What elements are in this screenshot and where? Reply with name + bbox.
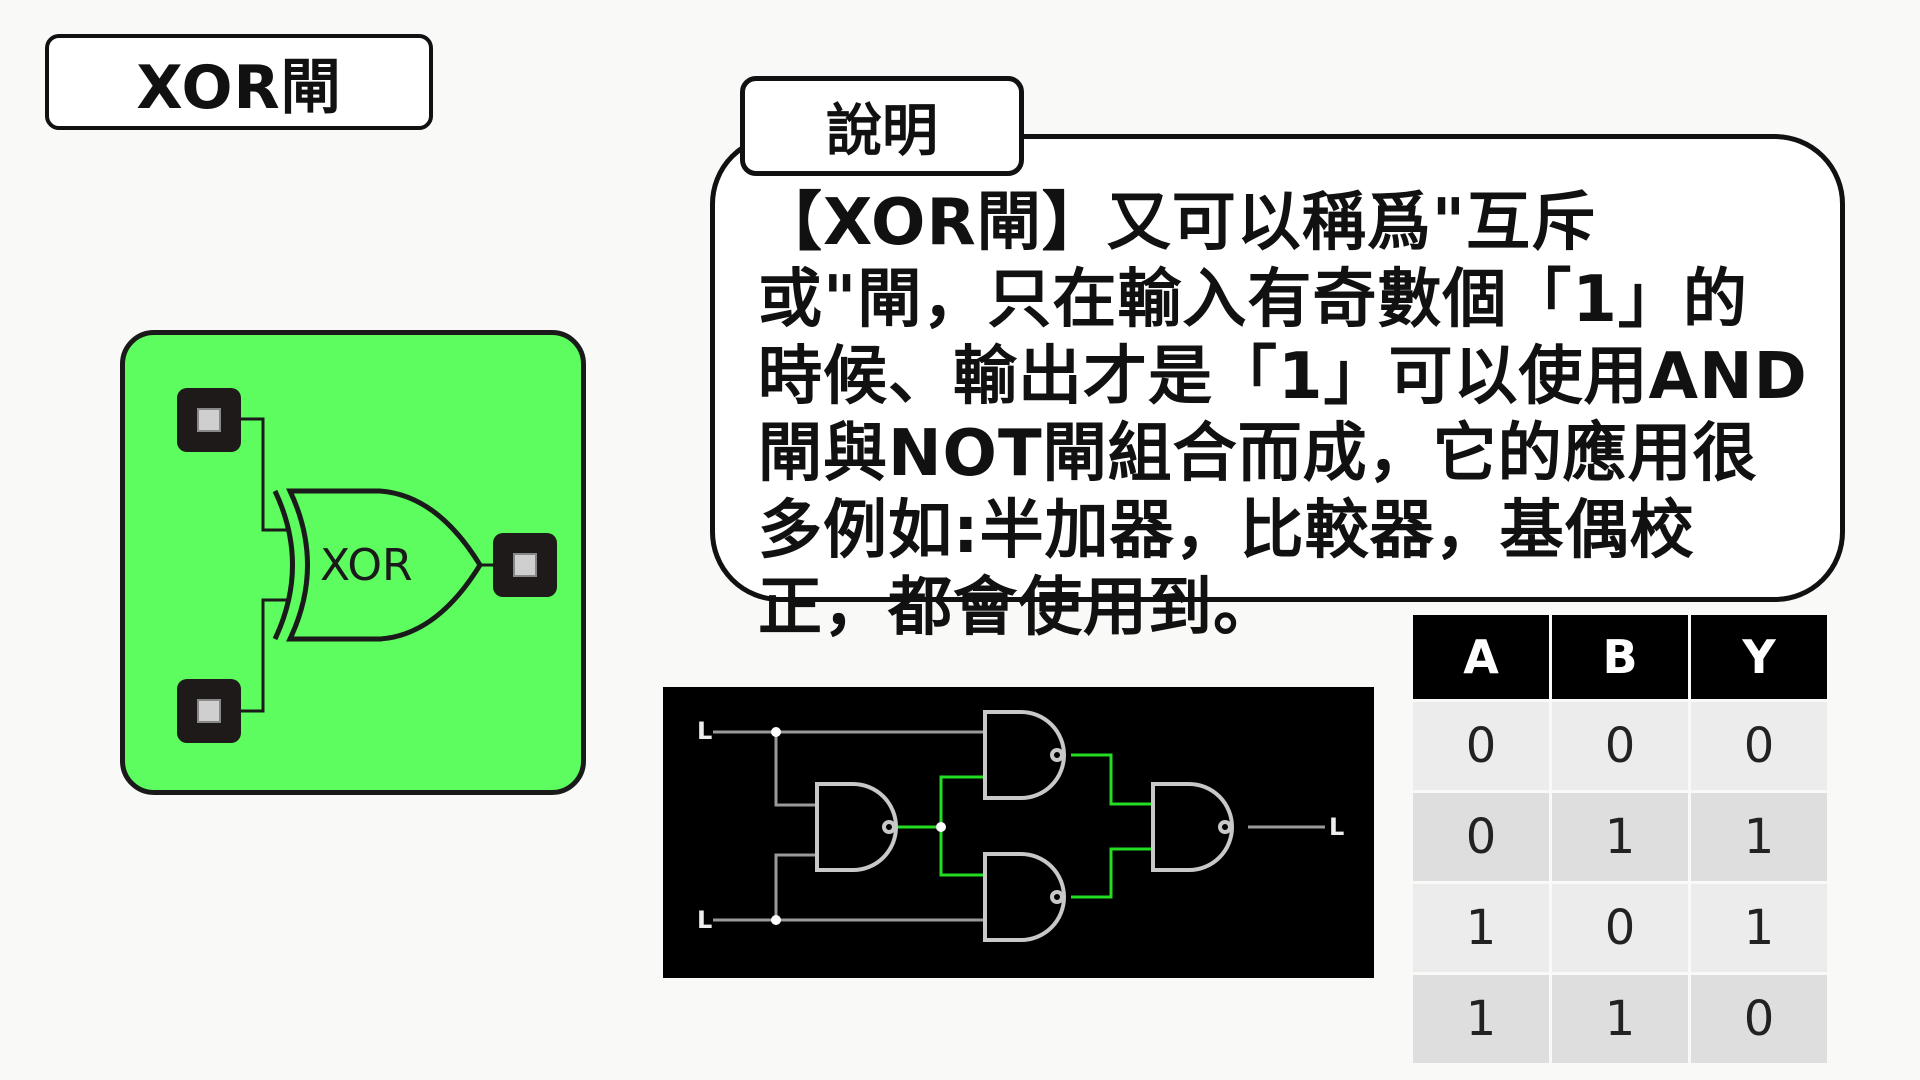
nand-gate-3 bbox=[983, 852, 1066, 942]
truth-table-header: A B Y bbox=[1413, 615, 1827, 699]
junction-b bbox=[771, 915, 781, 925]
cell-a: 0 bbox=[1413, 702, 1549, 790]
cell-y: 1 bbox=[1691, 884, 1827, 972]
junction-a bbox=[771, 727, 781, 737]
header-a: A bbox=[1413, 615, 1549, 699]
xor-gate-label: XOR bbox=[320, 540, 413, 591]
wire-gate2-to-gate4 bbox=[1071, 753, 1153, 806]
cell-y: 0 bbox=[1691, 702, 1827, 790]
cell-b: 1 bbox=[1552, 793, 1688, 881]
input-a-label: L bbox=[697, 717, 712, 745]
truth-table: A B Y 0 0 0 0 1 1 1 0 1 1 1 0 bbox=[1410, 612, 1830, 1066]
header-y: Y bbox=[1691, 615, 1827, 699]
input-b-label: L bbox=[697, 906, 712, 934]
cell-a: 1 bbox=[1413, 975, 1549, 1063]
input-b-terminal[interactable] bbox=[177, 679, 241, 743]
table-row: 0 1 1 bbox=[1413, 793, 1827, 881]
xor-gate-panel: XOR bbox=[120, 330, 586, 795]
nand-gate-4 bbox=[1151, 782, 1234, 872]
cell-a: 1 bbox=[1413, 884, 1549, 972]
cell-b: 0 bbox=[1552, 702, 1688, 790]
wire-a-to-gate1 bbox=[774, 732, 817, 807]
input-a-terminal[interactable] bbox=[177, 388, 241, 452]
cell-y: 1 bbox=[1691, 793, 1827, 881]
table-row: 0 0 0 bbox=[1413, 702, 1827, 790]
output-label: L bbox=[1329, 813, 1344, 841]
input-b-wire bbox=[240, 598, 290, 713]
cell-y: 0 bbox=[1691, 975, 1827, 1063]
wire-gate1-to-gate3 bbox=[939, 827, 985, 877]
output-terminal[interactable] bbox=[493, 533, 557, 597]
xor-body bbox=[286, 488, 483, 642]
page-title: XOR閘 bbox=[45, 34, 433, 130]
cell-b: 1 bbox=[1552, 975, 1688, 1063]
nand-circuit-diagram: L L L bbox=[663, 687, 1374, 978]
input-a-wire bbox=[240, 417, 290, 532]
header-b: B bbox=[1552, 615, 1688, 699]
description-text: 【XOR閘】又可以稱爲"互斥或"閘，只在輸入有奇數個「1」的時候、輸出才是「1」… bbox=[758, 186, 1808, 645]
cell-a: 0 bbox=[1413, 793, 1549, 881]
junction-mid bbox=[936, 822, 946, 832]
description-bubble bbox=[710, 134, 1845, 602]
xor-gate-diagram: XOR bbox=[177, 388, 557, 743]
cell-b: 0 bbox=[1552, 884, 1688, 972]
wire-gate1-to-gate2 bbox=[895, 775, 985, 829]
description-tab: 說明 bbox=[740, 76, 1024, 176]
table-row: 1 0 1 bbox=[1413, 884, 1827, 972]
table-row: 1 1 0 bbox=[1413, 975, 1827, 1063]
wire-gate3-to-gate4 bbox=[1071, 847, 1153, 899]
nand-gate-1 bbox=[815, 782, 898, 872]
xor-input-arc bbox=[272, 489, 295, 641]
nand-gate-2 bbox=[983, 710, 1066, 800]
wire-b-to-gate1 bbox=[774, 853, 817, 920]
